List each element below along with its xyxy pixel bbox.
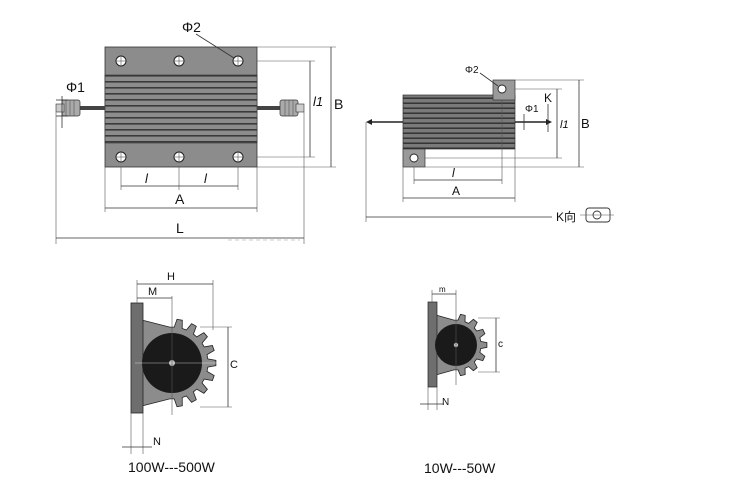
small-B-label: B: [581, 116, 590, 131]
large-profile-view: H M C N 100W---500W: [122, 271, 238, 475]
small-K-view-detail: [580, 207, 614, 223]
small-phi2-label: Φ2: [465, 65, 479, 76]
small-heat-fins: [402, 94, 516, 150]
small-c-label: c: [498, 339, 503, 350]
small-m-label: m: [439, 285, 446, 294]
large-profile-plate: [130, 302, 144, 414]
large-M-label: M: [148, 286, 157, 298]
small-l1-label: l1: [560, 119, 569, 131]
large-l1-label: l1: [313, 94, 323, 109]
large-right-terminal: [257, 99, 305, 117]
large-L-label: L: [176, 220, 184, 236]
large-mounting-holes: [115, 55, 244, 163]
small-N-label: N: [442, 397, 449, 408]
small-profile-view: m c N 10W---50W: [420, 285, 503, 476]
large-C-label: C: [230, 359, 238, 371]
small-caption: 10W---50W: [424, 460, 496, 476]
small-l-label: l: [452, 166, 455, 180]
large-N-label: N: [153, 436, 161, 448]
large-heat-fins: [104, 74, 258, 144]
small-K-detail-label: K向: [556, 209, 576, 224]
large-resistor-top-view: Φ2 Φ1 l1 B l l A L: [55, 19, 343, 244]
large-phi1-label: Φ1: [66, 79, 85, 95]
large-caption: 100W---500W: [128, 459, 216, 475]
small-phi1-label: Φ1: [525, 104, 539, 115]
small-resistor-top-view: Φ2 Φ1 K l1 B l A K向: [365, 65, 614, 224]
large-left-terminal: [55, 99, 105, 117]
large-l-right-label: l: [204, 171, 208, 186]
large-l-left-label: l: [145, 171, 149, 186]
large-A-label: A: [175, 191, 185, 207]
small-A-label: A: [452, 184, 460, 198]
large-B-label: B: [334, 96, 343, 112]
large-phi2-label: Φ2: [182, 19, 201, 35]
small-K-label: K: [544, 91, 552, 105]
large-H-label: H: [167, 271, 175, 283]
